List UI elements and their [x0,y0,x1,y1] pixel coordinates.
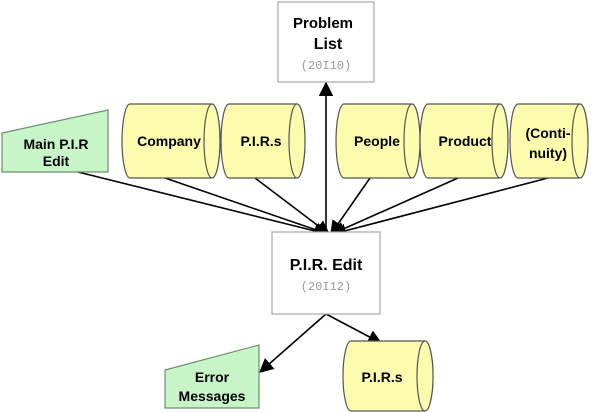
file-people: People [335,103,421,179]
file-pirs-bottom-label: P.I.R.s [362,369,403,385]
arrow-product-to-pir-edit [330,177,459,236]
file-pirs-bottom: P.I.R.s [342,340,434,412]
arrow-continuity-to-pir-edit [331,177,549,238]
file-product: Product [419,103,509,179]
file-pirs-top: P.I.R.s [220,103,306,179]
file-pirs-top-label: P.I.R.s [241,133,282,149]
file-people-label: People [354,133,400,149]
arrow-main-pir-to-pir-edit [77,171,329,238]
problem-list-line1: Problem [293,15,353,32]
problem-list-node: Problem List (20I10) [277,1,375,83]
main-pir-edit-line2: Edit [43,153,70,169]
pir-edit-node: P.I.R. Edit (20I12) [271,231,381,315]
arrow-pir-edit-to-pirs-bottom [325,313,383,344]
arrow-pir-edit-to-error-messages [258,313,327,373]
arrows [77,81,549,373]
error-messages-line1: Error [195,369,230,385]
main-pir-edit-line1: Main P.I.R [23,136,88,152]
arrow-pirs-to-pir-edit [254,177,331,235]
problem-list-line2: List [314,36,343,53]
file-product-label: Product [439,133,492,149]
pir-edit-title: P.I.R. Edit [290,257,363,274]
error-messages-node: Error Messages [164,344,260,409]
file-company: Company [121,103,221,179]
error-messages-line2: Messages [179,388,246,404]
main-pir-edit-node: Main P.I.R Edit [1,109,109,173]
arrow-company-to-pir-edit [164,177,330,237]
file-company-label: Company [137,133,201,149]
pir-edit-code: (20I12) [301,280,351,294]
file-continuity: (Conti- nuity) [509,103,589,179]
problem-list-code: (20I10) [301,59,351,73]
file-continuity-line2: nuity) [529,145,567,161]
file-continuity-line1: (Conti- [525,125,570,141]
